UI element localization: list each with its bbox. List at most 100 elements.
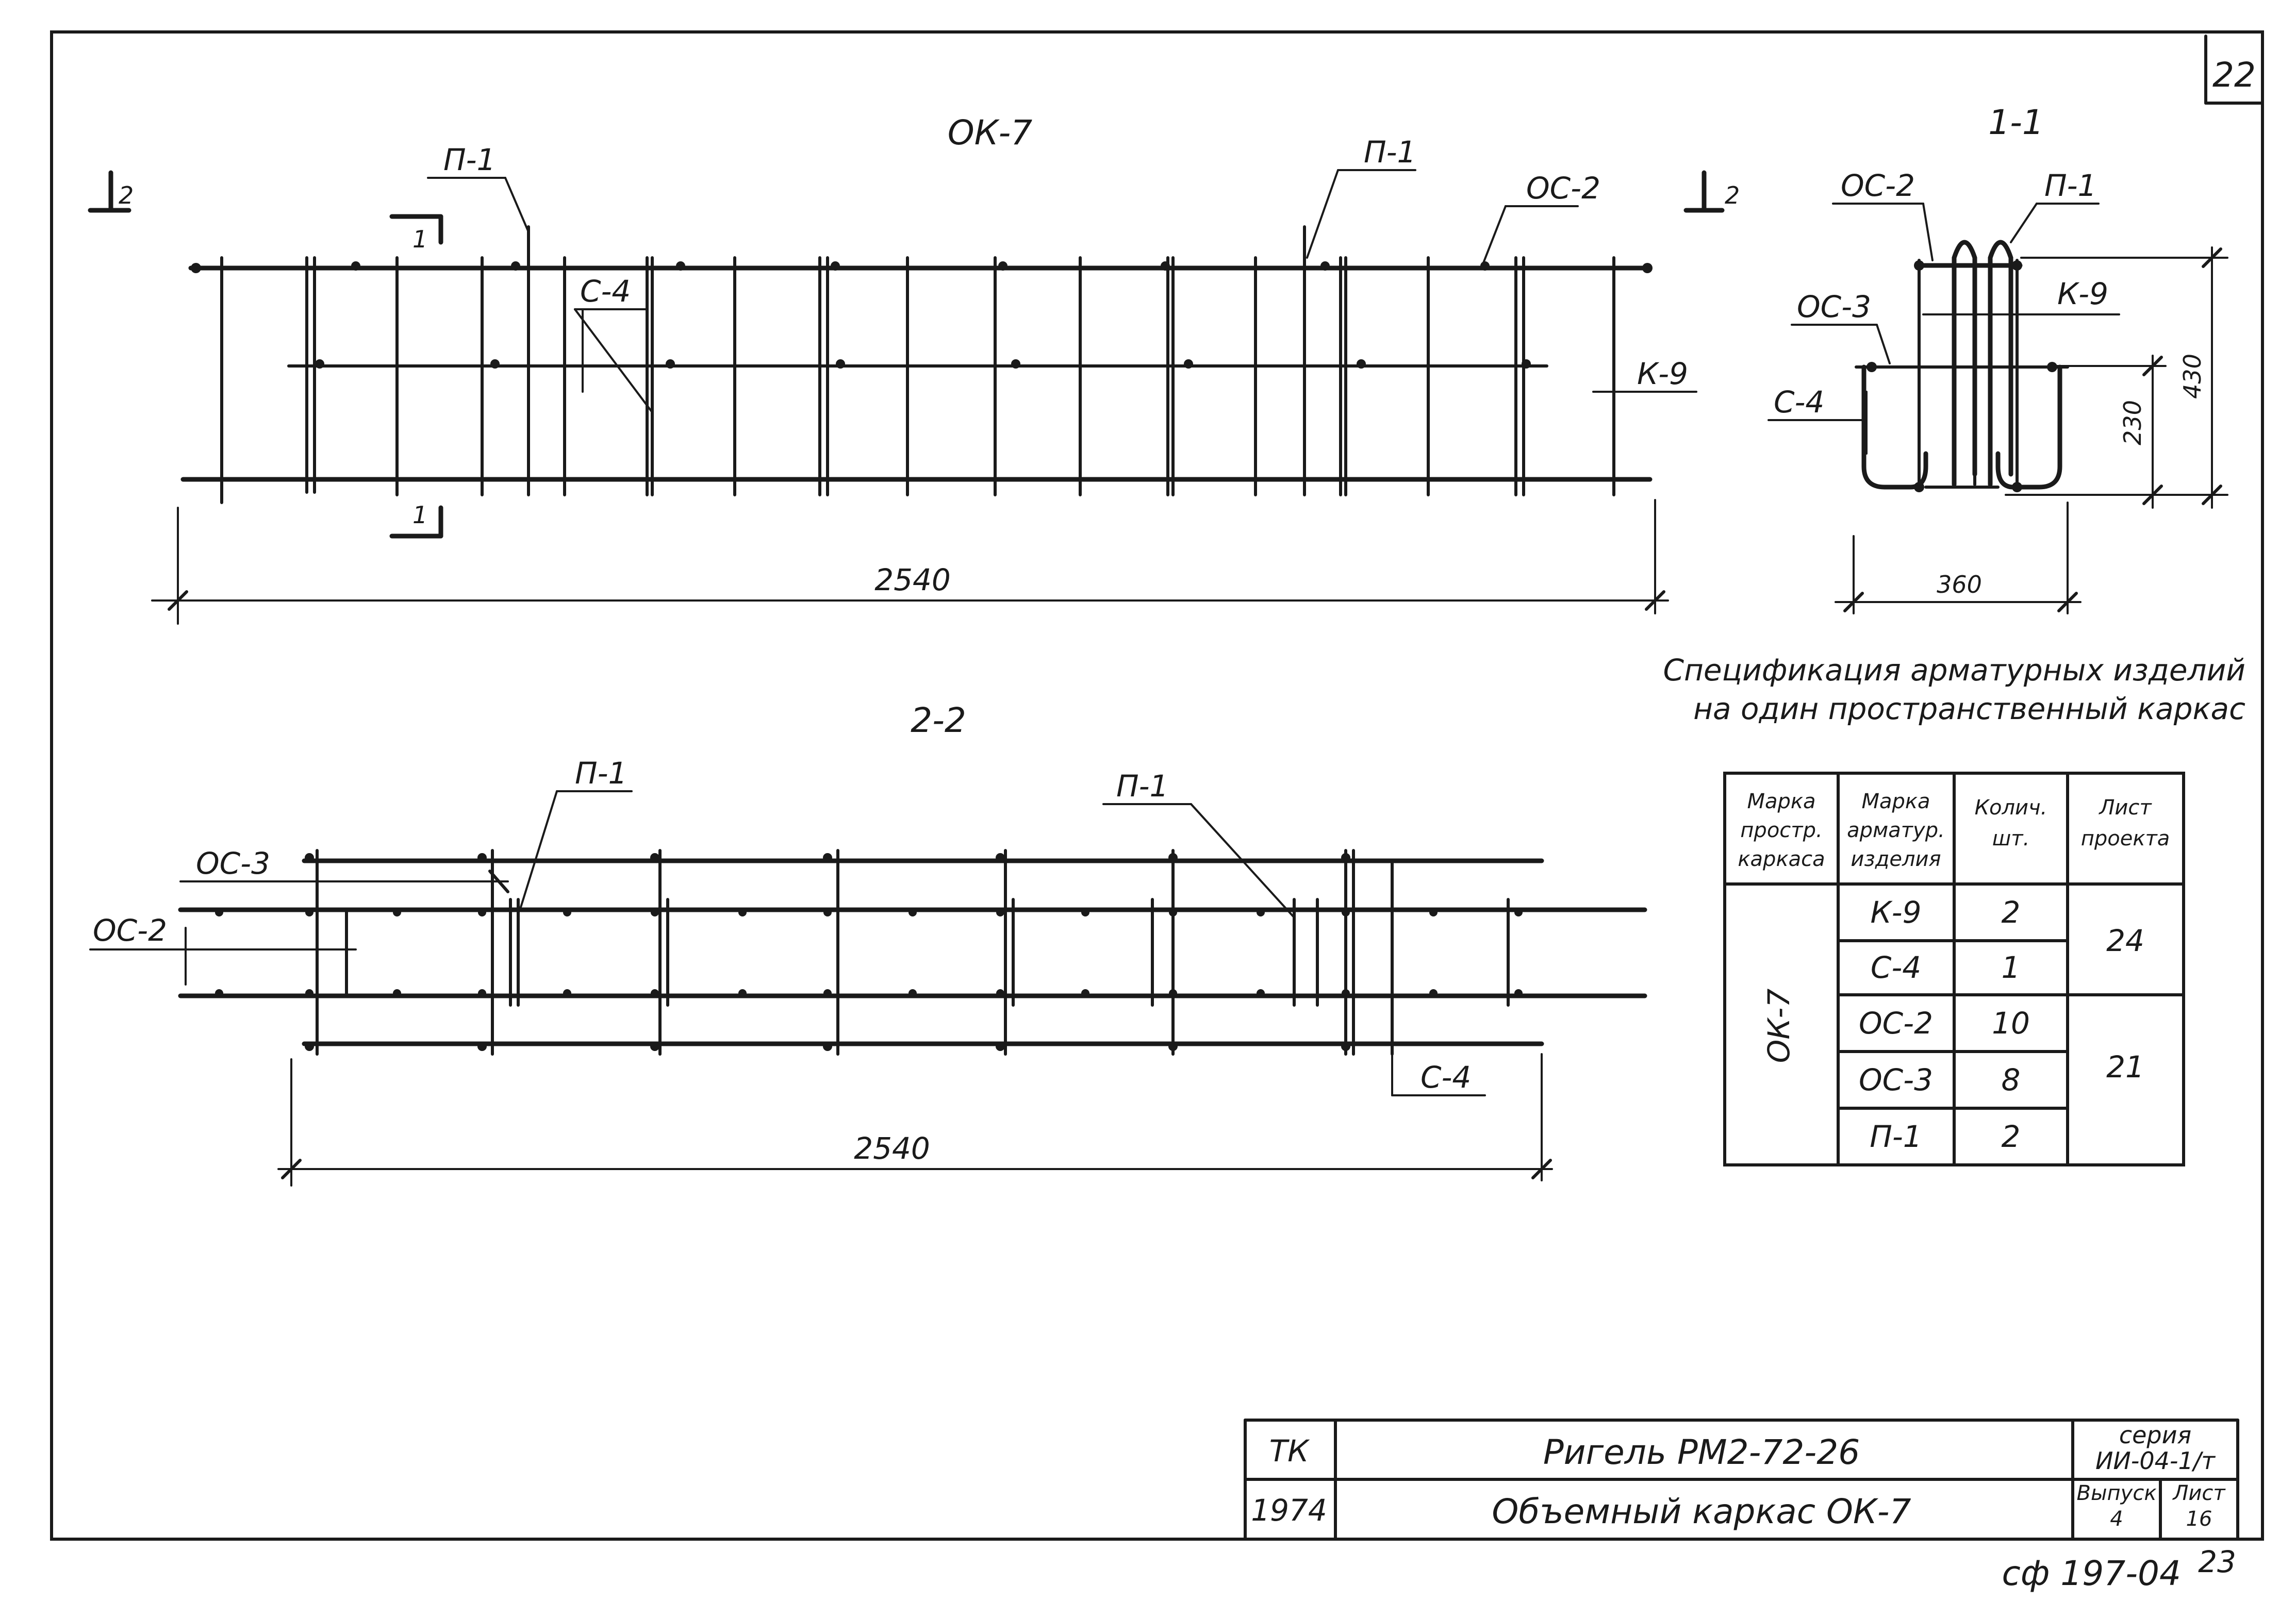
spec-row-qty: 10 — [1992, 1006, 2030, 1041]
sec-leader-os2 — [1922, 203, 1934, 261]
spec-header-qty-2: шт. — [1992, 827, 2030, 850]
sec-leader-p1 — [2010, 203, 2038, 243]
bar-dot — [1320, 261, 1330, 271]
elevation-title: ОК-7 — [948, 113, 1033, 153]
plan-dot — [738, 908, 747, 916]
sec-label-p1: П-1 — [2044, 168, 2096, 203]
spec-header-frame-2: простр. — [1740, 819, 1822, 842]
plan-dot — [393, 989, 401, 997]
tb-series-label: серия — [2119, 1421, 2191, 1449]
plan-dot — [650, 853, 659, 862]
plan-dot — [651, 908, 659, 916]
spec-header-item-3: изделия — [1851, 847, 1941, 871]
spec-row-item: ОС-2 — [1859, 1006, 1933, 1041]
bar-dot — [1522, 359, 1531, 369]
plan-dim-tick-left — [281, 1159, 302, 1179]
plan-dot — [823, 908, 832, 916]
plan-dot — [1081, 989, 1089, 997]
tb-name-line1: Ригель РМ2-72-26 — [1543, 1432, 1860, 1472]
sec-basket-left — [1861, 364, 1928, 490]
plan-dot — [1341, 853, 1350, 862]
tb-sheet-value: 16 — [2186, 1507, 2212, 1531]
sec-dot — [2012, 482, 2022, 492]
plan-dim-length: 2540 — [854, 1131, 930, 1166]
plan-dot — [1341, 1042, 1350, 1051]
plan-dot — [1257, 908, 1265, 916]
spec-row-item: С-4 — [1871, 950, 1921, 985]
sec-dot — [1914, 482, 1924, 492]
sheet-frame — [50, 30, 2264, 1541]
plan-stirrups — [316, 849, 1510, 1056]
spec-row-item: ОС-3 — [1859, 1062, 1933, 1097]
label-s4: С-4 — [580, 274, 631, 309]
plan-label-os2: ОС-2 — [93, 913, 167, 948]
bar-dot — [1357, 359, 1366, 369]
sec-label-s4: С-4 — [1774, 385, 1824, 420]
sec-dim-width: 360 — [1937, 571, 1982, 598]
tb-sheet-label: Лист — [2172, 1481, 2226, 1505]
sheet-number: 22 — [2212, 55, 2256, 95]
sec-dim-tick — [2202, 247, 2222, 268]
bar-dot — [1011, 359, 1020, 369]
label-p1: П-1 — [443, 142, 495, 177]
sec-dim-tick — [1843, 592, 1864, 612]
sec-dim-tick — [2057, 592, 2078, 612]
label-p4: П-1 — [1364, 135, 1416, 170]
dim-tick-right — [1645, 590, 1665, 611]
bar-dot — [1184, 359, 1193, 369]
sec-dot — [2047, 362, 2057, 372]
spec-header-item-1: Марка — [1861, 790, 1930, 813]
spec-header-item-2: арматур. — [1847, 819, 1945, 842]
plan-dot — [1169, 989, 1177, 997]
spec-header-sheet-2: проекта — [2081, 827, 2170, 850]
bar-dot — [836, 359, 845, 369]
plan-dot — [1169, 908, 1177, 916]
bar-dot — [490, 359, 500, 369]
plan-dot — [1168, 853, 1178, 862]
plan-dot — [1514, 989, 1523, 997]
label-os2: ОС-2 — [1526, 171, 1600, 206]
plan-dot — [305, 989, 313, 997]
tb-series-value: ИИ-04-1/т — [2095, 1447, 2216, 1475]
elevation-view: ОК-7 2 2 1 1 — [88, 113, 1740, 625]
plan-label-os3: ОС-3 — [196, 846, 270, 881]
tb-issue-value: 4 — [2110, 1507, 2123, 1531]
spec-row-qty: 2 — [2002, 1119, 2021, 1154]
plan-dot — [996, 853, 1005, 862]
footer-page: 23 — [2198, 1544, 2236, 1579]
plan-dot — [909, 989, 917, 997]
plan-dot — [996, 989, 1004, 997]
spec-row-qty: 1 — [2002, 950, 2021, 985]
spec-header-qty-1: Колич. — [1975, 796, 2047, 820]
bar-dot — [191, 263, 201, 273]
plan-dot — [1429, 989, 1438, 997]
tb-issue-label: Выпуск — [2077, 1481, 2157, 1505]
bar-dot — [676, 261, 685, 271]
bar-dot — [666, 359, 675, 369]
sec-dim-tick — [2142, 485, 2163, 505]
plan-dot — [477, 1042, 487, 1051]
label-k9: К-9 — [1637, 356, 1688, 391]
sec-dot — [1866, 362, 1877, 372]
leader-p4 — [1306, 169, 1339, 259]
plan-dot — [1257, 989, 1265, 997]
bar-dot — [1161, 261, 1170, 271]
plan-dot — [305, 908, 313, 916]
spec-row-qty: 8 — [2002, 1062, 2021, 1097]
bar-dot — [351, 261, 360, 271]
dim-length: 2540 — [874, 562, 951, 597]
plan-leader-os3-tick — [488, 870, 509, 893]
sec-label-os2: ОС-2 — [1841, 168, 1915, 203]
plan-leader-p1-right — [1190, 803, 1295, 919]
plan-dot — [393, 908, 401, 916]
sec-label-os3: ОС-3 — [1797, 289, 1871, 324]
sec-basket-right — [1995, 364, 2062, 490]
spec-row-item: П-1 — [1870, 1119, 1922, 1154]
spec-title-line1: Спецификация арматурных изделий — [1663, 653, 2245, 688]
plan-dot — [1081, 908, 1089, 916]
spec-header-frame-3: каркаса — [1738, 847, 1825, 871]
plan-dot — [1342, 989, 1350, 997]
plan-dot — [305, 1042, 314, 1051]
plan-dot — [909, 908, 917, 916]
plan-dot — [996, 908, 1004, 916]
